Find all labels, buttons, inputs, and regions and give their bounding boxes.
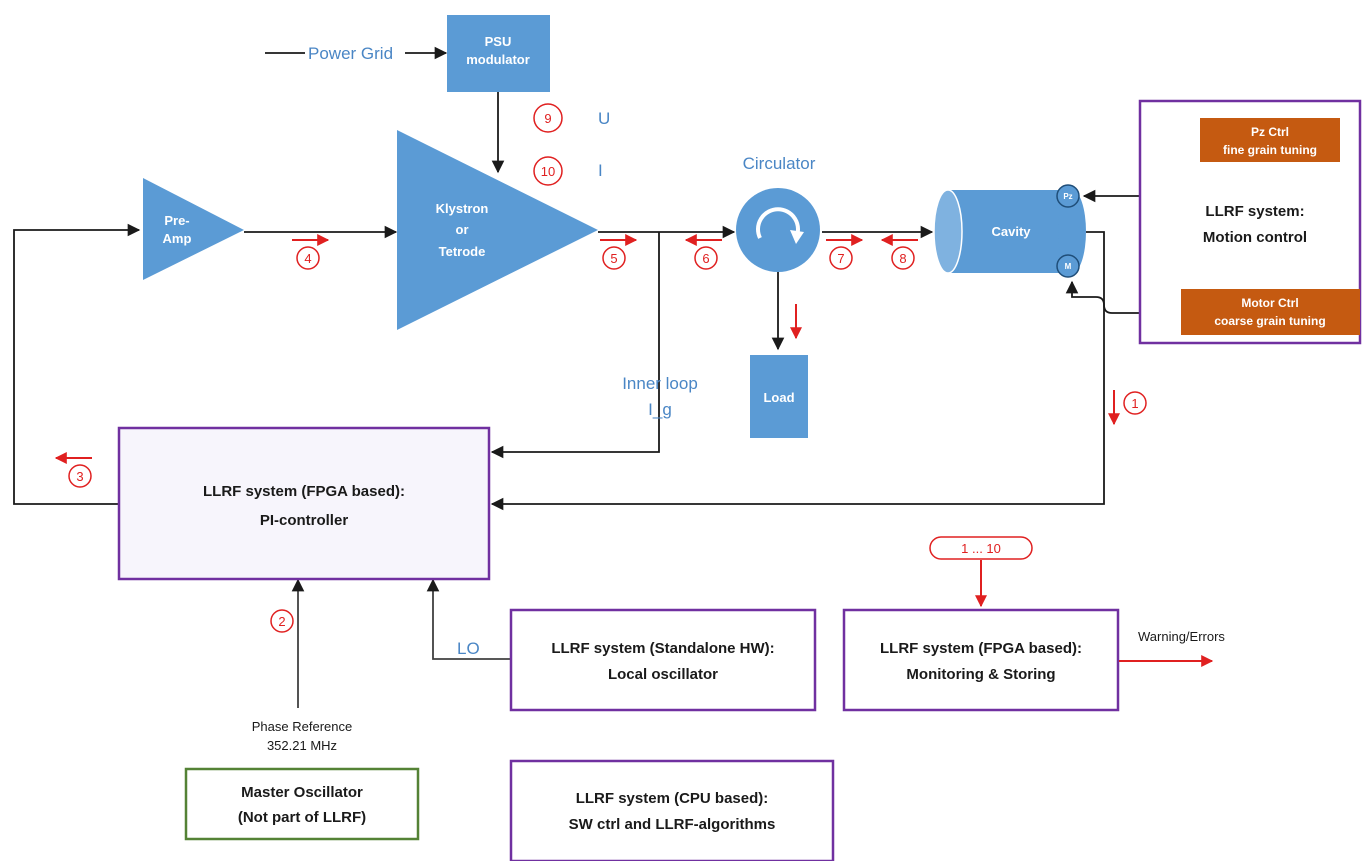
marker-9-label: 9 [544,111,551,126]
cpu-system-line1: LLRF system (CPU based): [576,790,769,807]
pz-actuator-badge [1056,184,1080,208]
local-oscillator-box [509,608,817,712]
marker-3-label: 3 [76,469,83,484]
marker-4-label: 4 [304,251,311,266]
marker-9-circle [533,103,563,133]
pi-controller-box [117,426,491,581]
circulator-rotation-icon [756,207,800,239]
marker-2-circle [270,609,294,633]
cpu-system-box [509,759,835,861]
inner-loop-wire [490,232,660,459]
marker-8-label: 8 [899,251,906,266]
marker-4-circle [296,246,320,270]
marker-10-circle [533,156,563,186]
pi-controller-line2: PI-controller [260,512,349,529]
marker-7-label: 7 [837,251,844,266]
current-label: I [598,161,603,180]
pre-amplifier: Pre- Amp [143,178,244,280]
lo-wire [426,578,511,660]
marker-5-circle [602,246,626,270]
marker-range-label: 1 ... 10 [961,541,1001,556]
cavity-label: Cavity [991,224,1031,239]
local-oscillator-line1: LLRF system (Standalone HW): [551,640,774,657]
marker-range-pill [929,536,1033,560]
marker-2-label: 2 [278,614,285,629]
cavity-body [948,190,1072,273]
motor-badge [1056,254,1080,278]
lo-label: LO [457,639,480,658]
motor-ctrl-line2: coarse grain tuning [1214,314,1325,328]
marker-8-circle [891,246,915,270]
cpu-system-line2: SW ctrl and LLRF-algorithms [569,816,776,833]
marker-6-label: 6 [702,251,709,266]
load-label: Load [763,390,794,405]
marker-6-circle [694,246,718,270]
klystron-triangle [397,130,598,330]
load: Load [750,355,808,438]
motor-ctrl-line1: Motor Ctrl [1241,296,1298,310]
marker-1-label: 1 [1131,396,1138,411]
local-oscillator-line2: Local oscillator [608,666,718,683]
marker-7-circle [829,246,853,270]
pre-amplifier-triangle [143,178,244,280]
psu-modulator-box [447,15,550,92]
cavity-probe-wire [490,231,1105,511]
phase-reference-line2: 352.21 MHz [267,738,337,753]
marker-1-circle [1123,391,1147,415]
warning-errors-label: Warning/Errors [1138,629,1225,644]
klystron: Klystron or Tetrode [397,130,598,330]
klystron-label-line2: or [456,222,469,237]
psu-modulator: PSU modulator [447,15,550,92]
preamp-label-line1: Pre- [164,213,189,228]
pz-ctrl-box [1200,118,1340,162]
klystron-label-line1: Klystron [436,201,489,216]
load-box [750,355,808,438]
measurement-markers: 9 10 4 5 6 7 8 1 3 2 [54,103,1225,667]
master-oscillator-line1: Master Oscillator [241,784,363,801]
power-grid-label: Power Grid [308,44,393,63]
marker-10-label: 10 [541,164,555,179]
phase-reference-line1: Phase Reference [252,719,352,734]
circulator: Circulator [736,154,820,272]
marker-3-circle [68,464,92,488]
klystron-label-line3: Tetrode [439,244,486,259]
motor-ctrl-wire [1065,280,1180,314]
monitoring-line2: Monitoring & Storing [906,666,1055,683]
psu-label-line1: PSU [485,34,512,49]
monitoring-line1: LLRF system (FPGA based): [880,640,1082,657]
circulator-disc [736,188,820,272]
cpu-system: LLRF system (CPU based): SW ctrl and LLR… [509,759,835,861]
monitoring-system: LLRF system (FPGA based): Monitoring & S… [842,608,1120,712]
motor-ctrl-box [1181,289,1360,335]
master-oscillator: Master Oscillator (Not part of LLRF) [184,767,420,841]
motion-control-line1: LLRF system: [1205,203,1304,220]
circulator-label: Circulator [743,154,816,173]
local-oscillator-system: LLRF system (Standalone HW): Local oscil… [509,608,817,712]
pz-ctrl-line2: fine grain tuning [1223,143,1317,157]
cavity-front-face [933,189,963,274]
motion-control-line2: Motion control [1203,229,1307,246]
pz-ctrl: Pz Ctrl fine grain tuning [1200,118,1340,162]
pi-controller-system: LLRF system (FPGA based): PI-controller [117,426,491,581]
master-oscillator-line2: (Not part of LLRF) [238,809,366,826]
motor-ctrl: Motor Ctrl coarse grain tuning [1181,289,1360,335]
marker-5-label: 5 [610,251,617,266]
pz-badge-label: Pz [1063,192,1072,201]
preamp-label-line2: Amp [163,231,192,246]
cavity-end-cap [1058,190,1086,273]
master-oscillator-box [184,767,420,841]
inner-loop-label-line1: Inner loop [622,374,698,393]
m-badge-label: M [1065,262,1072,271]
psu-label-line2: modulator [466,52,530,67]
inner-loop-label-line2: I_g [648,400,672,419]
drive-output-wire [13,223,141,505]
cavity: Cavity Pz M [933,184,1086,278]
monitoring-box [842,608,1120,712]
pz-ctrl-line1: Pz Ctrl [1251,125,1289,139]
pi-controller-line1: LLRF system (FPGA based): [203,483,405,500]
voltage-label: U [598,109,610,128]
circulator-arrowhead-icon [790,230,804,244]
